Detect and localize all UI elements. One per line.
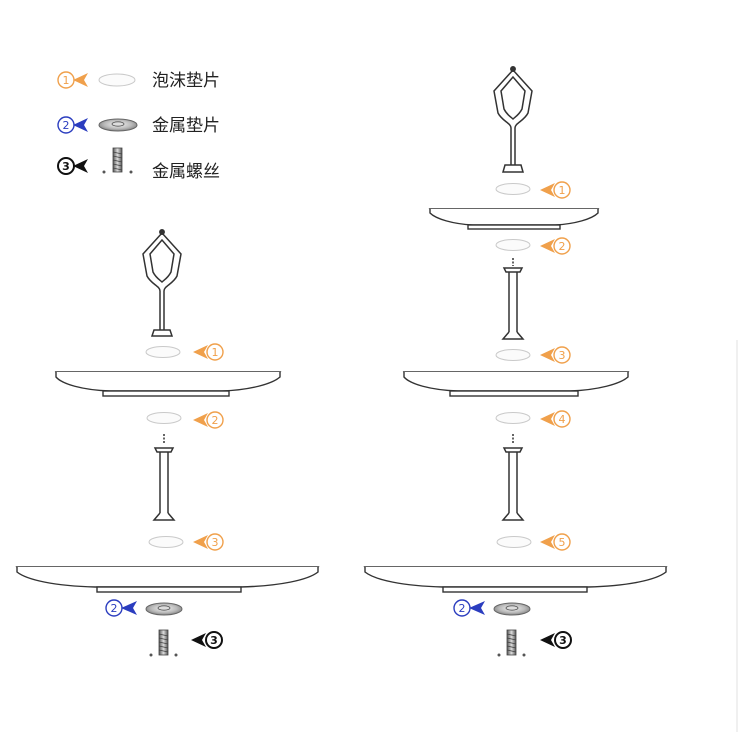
top-handle [493,66,533,173]
metal-washer [145,602,183,616]
orange-callout-4: 4 [540,410,571,428]
metal-washer-icon [98,118,138,132]
foam-pad [495,349,531,361]
legend: 1 泡沫垫片 2 金属垫片 3 [57,71,220,182]
legend-label-foam: 泡沫垫片 [152,71,220,91]
orange-callout-1: 1 [540,181,571,199]
upper-column [501,258,525,340]
callout-number: 3 [62,160,70,173]
foam-pad [495,239,531,251]
legend-metal-row: 2 金属垫片 [57,116,220,136]
foam-pad [495,183,531,195]
callout-number: 1 [63,74,70,87]
metal-screw [497,629,526,657]
middle-plate [402,371,630,397]
black-callout-3: 3 [540,631,572,649]
callout-number: 4 [559,413,566,426]
lower-column [501,434,525,521]
middle-column [152,434,176,521]
callout-number: 5 [559,536,566,549]
legend-label-screw: 金属螺丝 [152,162,220,182]
metal-screw [149,629,178,657]
orange-callout-3: 3 [193,533,224,551]
orange-callout-2: 2 [193,411,224,429]
orange-callout-2: 2 [540,237,571,255]
top-plate [428,208,600,230]
callout-number: 3 [559,634,567,647]
callout-number: 1 [212,346,219,359]
callout-number: 2 [559,240,566,253]
metal-screw-icon [102,147,133,174]
lower-plate [15,566,320,593]
black-callout-3: 3 [57,157,88,175]
black-callout-3: 3 [191,631,223,649]
orange-callout-1: 1 [57,71,88,89]
orange-callout-1: 1 [193,343,224,361]
foam-pad [148,536,184,548]
callout-number: 2 [111,602,118,615]
blue-callout-2: 2 [57,116,88,134]
bottom-plate [363,566,668,593]
top-handle [142,229,182,337]
orange-callout-5: 5 [540,533,571,551]
foam-pad [496,536,532,548]
legend-foam-row: 1 泡沫垫片 [57,71,220,91]
upper-plate [54,371,282,397]
callout-number: 3 [212,536,219,549]
two-tier-stand: 1 2 3 2 3 [15,229,320,657]
callout-number: 2 [212,414,219,427]
foam-pad [145,346,181,358]
callout-number: 3 [210,634,218,647]
blue-callout-2: 2 [453,599,485,617]
blue-callout-2: 2 [105,599,137,617]
callout-number: 3 [559,349,566,362]
callout-number: 1 [559,184,566,197]
metal-washer [493,602,531,616]
orange-callout-3: 3 [540,346,571,364]
callout-number: 2 [459,602,466,615]
callout-number: 2 [63,119,70,132]
legend-screw-row: 3 金属螺丝 [57,147,220,182]
legend-label-metal: 金属垫片 [152,116,220,136]
foam-pad [495,412,531,424]
three-tier-stand: 1 2 3 4 5 2 3 [363,66,668,657]
foam-pad-icon [98,73,136,87]
foam-pad [146,412,182,424]
